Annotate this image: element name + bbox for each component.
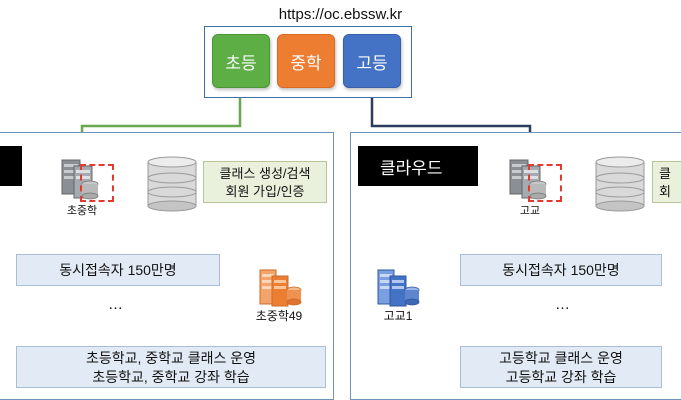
selection-highlight xyxy=(80,164,114,202)
ellipsis: … xyxy=(108,296,124,313)
server-stack-icon xyxy=(500,156,560,214)
db-info-line-1: 클래스 생성/검색 xyxy=(219,166,311,181)
concurrent-users-box: 동시접속자 150만명 xyxy=(16,254,220,286)
ops-line-2: 초등학교, 중학교 강좌 학습 xyxy=(92,369,250,385)
database-icon xyxy=(594,156,646,217)
child-server-label: 초중학49 xyxy=(255,309,303,323)
child-server-label: 고교1 xyxy=(383,309,413,323)
left-cloud-label xyxy=(0,146,22,186)
selection-highlight xyxy=(528,164,562,202)
db-info-line-2: 회원 가입/인증 xyxy=(225,184,305,199)
server-label: 초중학 xyxy=(66,205,98,217)
server-cluster-orange-icon xyxy=(254,264,304,315)
db-info-line-1: 클 xyxy=(659,166,671,181)
ops-line-2: 고등학교 강좌 학습 xyxy=(505,369,617,385)
ops-line-1: 초등학교, 중학교 클래스 운영 xyxy=(85,350,257,366)
ops-line-1: 고등학교 클래스 운영 xyxy=(499,350,623,366)
high-school-button[interactable]: 고등 xyxy=(343,34,401,88)
db-info-line-2: 회 xyxy=(659,184,671,199)
operations-box: 초등학교, 중학교 클래스 운영 초등학교, 중학교 강좌 학습 xyxy=(16,346,326,388)
operations-box: 고등학교 클래스 운영 고등학교 강좌 학습 xyxy=(460,346,662,388)
elementary-button[interactable]: 초등 xyxy=(212,34,270,88)
middle-school-button[interactable]: 중학 xyxy=(277,34,335,88)
db-info-box: 클래스 생성/검색 회원 가입/인증 xyxy=(203,161,327,203)
db-info-box: 클 회 xyxy=(652,161,681,203)
concurrent-users-box: 동시접속자 150만명 xyxy=(460,254,662,286)
server-label: 고교 xyxy=(519,205,541,217)
server-cluster-blue-icon xyxy=(372,264,422,315)
right-cloud-label: 클라우드 xyxy=(358,146,478,186)
server-stack-icon xyxy=(52,156,112,214)
ellipsis: … xyxy=(555,296,571,313)
database-icon xyxy=(146,156,198,217)
site-url[interactable]: https://oc.ebssw.kr xyxy=(278,6,403,23)
